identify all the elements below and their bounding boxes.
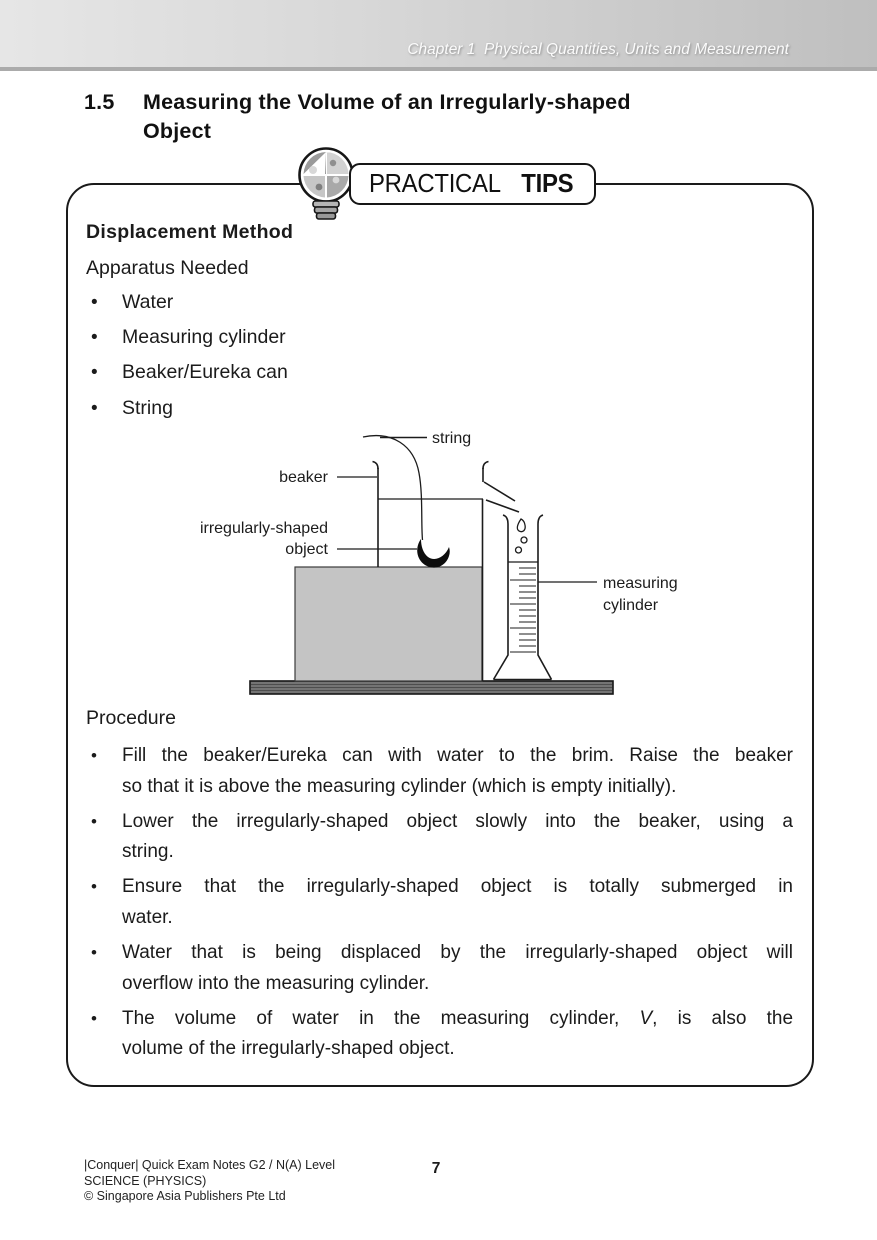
practical-tips-label: PRACTICAL TIPS [349,163,596,205]
practical-tips-badge: PRACTICAL TIPS [296,146,596,224]
list-item: The volume of water in the measuring cyl… [86,1004,793,1065]
water-in-beaker [294,566,483,682]
string-label: string [432,430,471,447]
cylinder-label-line1: measuring [603,575,678,592]
list-item: Measuring cylinder [86,320,288,355]
measuring-cylinder-outline [492,514,553,681]
practical-tips-box: Displacement Method Apparatus Needed Wat… [66,183,814,1087]
lightbulb-puzzle-icon [298,147,354,220]
procedure-heading: Procedure [86,707,176,729]
list-item: Water that is being displaced by the irr… [86,938,793,999]
variable-V: V [639,1007,653,1029]
beaker-outline [372,460,520,681]
spout-upper-line [483,481,516,502]
graduation-marks [510,567,536,653]
list-item: Beaker/Eureka can [86,355,288,390]
table-surface [249,680,614,695]
section-title: Measuring the Volume of an Irregularly-s… [143,90,631,143]
spout-lower-line [485,499,520,513]
list-item: Lower the irregularly-shaped object slow… [86,807,793,868]
footer-copyright: © Singapore Asia Publishers Pte Ltd [84,1189,286,1203]
cylinder-label-line2: cylinder [603,597,659,614]
displacement-method-diagram: string beaker irregularly-shaped object … [200,430,678,695]
list-item: String [86,391,288,426]
apparatus-needed-heading: Apparatus Needed [86,257,249,279]
chapter-header-bar: Chapter 1 Physical Quantities, Units and… [0,0,877,71]
footer-series: |Conquer| Quick Exam Notes G2 / N(A) Lev… [84,1158,336,1172]
beaker-label: beaker [279,469,329,486]
object-label-line2: object [285,541,328,558]
footer-imprint: |Conquer| Quick Exam Notes G2 / N(A) Lev… [84,1158,335,1205]
displacement-method-heading: Displacement Method [86,221,294,243]
section-heading: 1.5 Measuring the Volume of an Irregular… [84,88,783,146]
procedure-list: Fill the beaker/Eureka can with water to… [86,741,793,1069]
diagram-labels: string beaker irregularly-shaped object … [200,430,678,614]
page-number: 7 [431,1160,441,1177]
list-item: Ensure that the irregularly-shaped objec… [86,872,793,933]
list-item: Water [86,285,288,320]
string-curve [362,435,424,541]
section-number: 1.5 [84,90,115,114]
footer-subject: SCIENCE (PHYSICS) [84,1173,207,1188]
object-label-line1: irregularly-shaped [200,520,328,537]
irregular-object-shape [417,539,450,568]
chapter-title: Chapter 1 Physical Quantities, Units and… [407,41,789,58]
water-drops [514,518,528,554]
apparatus-list: Water Measuring cylinder Beaker/Eureka c… [86,285,288,426]
list-item: Fill the beaker/Eureka can with water to… [86,741,793,802]
